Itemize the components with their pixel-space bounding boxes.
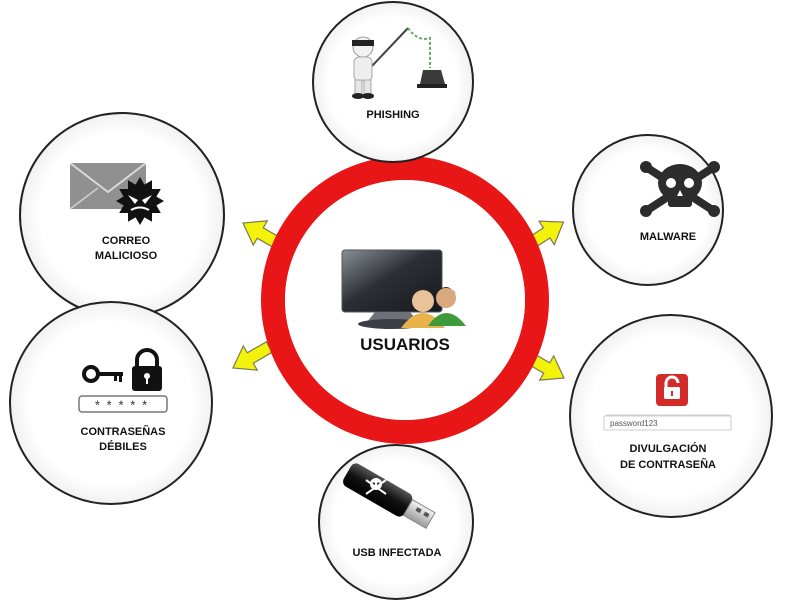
node-label-contrasenas-1: CONTRASEÑAS (81, 425, 166, 438)
node-contrasenas-debiles: ***** CONTRASEÑAS DÉBILES (9, 301, 213, 505)
node-label-malware: MALWARE (640, 231, 696, 243)
padlock-icon (132, 348, 162, 391)
node-label-contrasenas-2: DÉBILES (99, 440, 147, 453)
password-mask-text: ***** (93, 399, 152, 414)
skull-crossbones-icon (640, 161, 720, 217)
node-malware: MALWARE (572, 134, 724, 286)
key-icon (82, 365, 123, 383)
node-divulgacion: password123 DIVULGACIÓN DE CONTRASEÑA (569, 314, 773, 518)
node-usb-infectada: USB INFECTADA (318, 444, 474, 600)
node-label-divulgacion-2: DE CONTRASEÑA (620, 458, 716, 471)
center-node: USUARIOS (261, 156, 549, 444)
password-field: password123 (603, 414, 732, 431)
node-label-usb: USB INFECTADA (352, 547, 441, 559)
phisher-icon (352, 27, 447, 99)
center-label: USUARIOS (360, 335, 450, 354)
arrow-to-contrasenas (232, 340, 274, 371)
malicious-badge-icon (116, 177, 164, 225)
skull-icon (365, 478, 387, 495)
node-circle (318, 444, 474, 600)
node-correo-malicioso: CORREO MALICIOSO (19, 112, 225, 318)
node-label-correo-2: MALICIOSO (95, 250, 158, 262)
password-mask-field: ***** (78, 395, 168, 414)
password-text: password123 (610, 419, 658, 428)
node-circle (312, 1, 474, 163)
center-ring (261, 156, 549, 444)
usb-drive-icon (343, 463, 436, 529)
node-circle (19, 112, 225, 318)
unlocked-padlock-icon (656, 374, 688, 406)
node-label-correo-1: CORREO (102, 235, 151, 247)
node-label-divulgacion-1: DIVULGACIÓN (630, 442, 707, 455)
node-phishing: PHISHING (312, 1, 474, 163)
users-icon (401, 287, 466, 328)
node-label-phishing: PHISHING (366, 109, 419, 121)
